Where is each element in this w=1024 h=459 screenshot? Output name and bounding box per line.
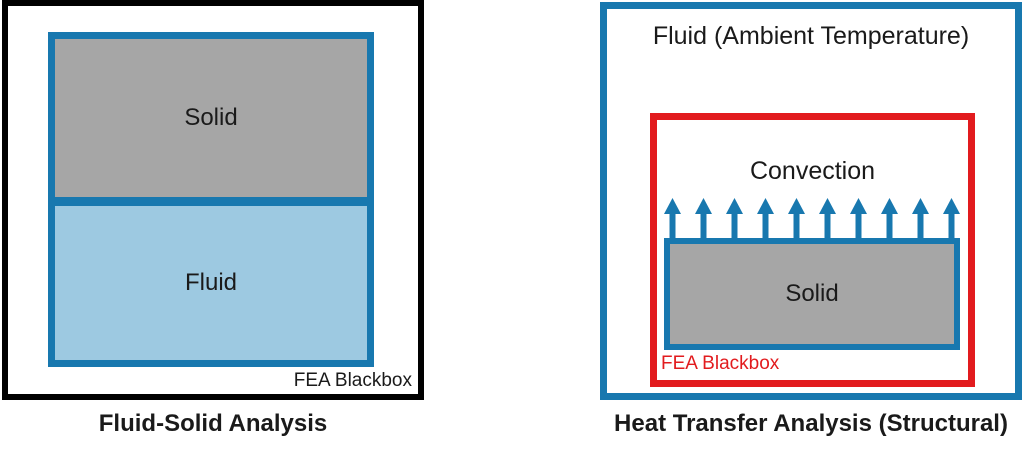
up-arrow-icon [850, 198, 867, 238]
fea-blackbox-label-red: FEA Blackbox [661, 353, 780, 374]
left-diagram-caption: Fluid-Solid Analysis [98, 410, 328, 437]
fluid-region: Fluid [55, 206, 367, 360]
fluid-region-label: Fluid [184, 269, 238, 296]
solid-block-label: Solid [785, 280, 839, 307]
up-arrow-icon [943, 198, 960, 238]
convection-arrows [664, 198, 960, 238]
solid-fluid-interface [55, 197, 367, 206]
ambient-fluid-label: Fluid (Ambient Temperature) [652, 22, 970, 50]
fluid-solid-domain-box: Solid Fluid [48, 32, 374, 367]
convection-label: Convection [749, 157, 876, 185]
up-arrow-icon [726, 198, 743, 238]
up-arrow-icon [664, 198, 681, 238]
up-arrow-icon [788, 198, 805, 238]
solid-region: Solid [55, 39, 367, 197]
right-diagram-caption: Heat Transfer Analysis (Structural) [614, 410, 1008, 437]
up-arrow-icon [695, 198, 712, 238]
up-arrow-icon [757, 198, 774, 238]
fea-blackbox-label: FEA Blackbox [293, 370, 412, 391]
up-arrow-icon [819, 198, 836, 238]
solid-block: Solid [664, 238, 960, 350]
up-arrow-icon [881, 198, 898, 238]
solid-region-label: Solid [184, 104, 238, 131]
up-arrow-icon [912, 198, 929, 238]
